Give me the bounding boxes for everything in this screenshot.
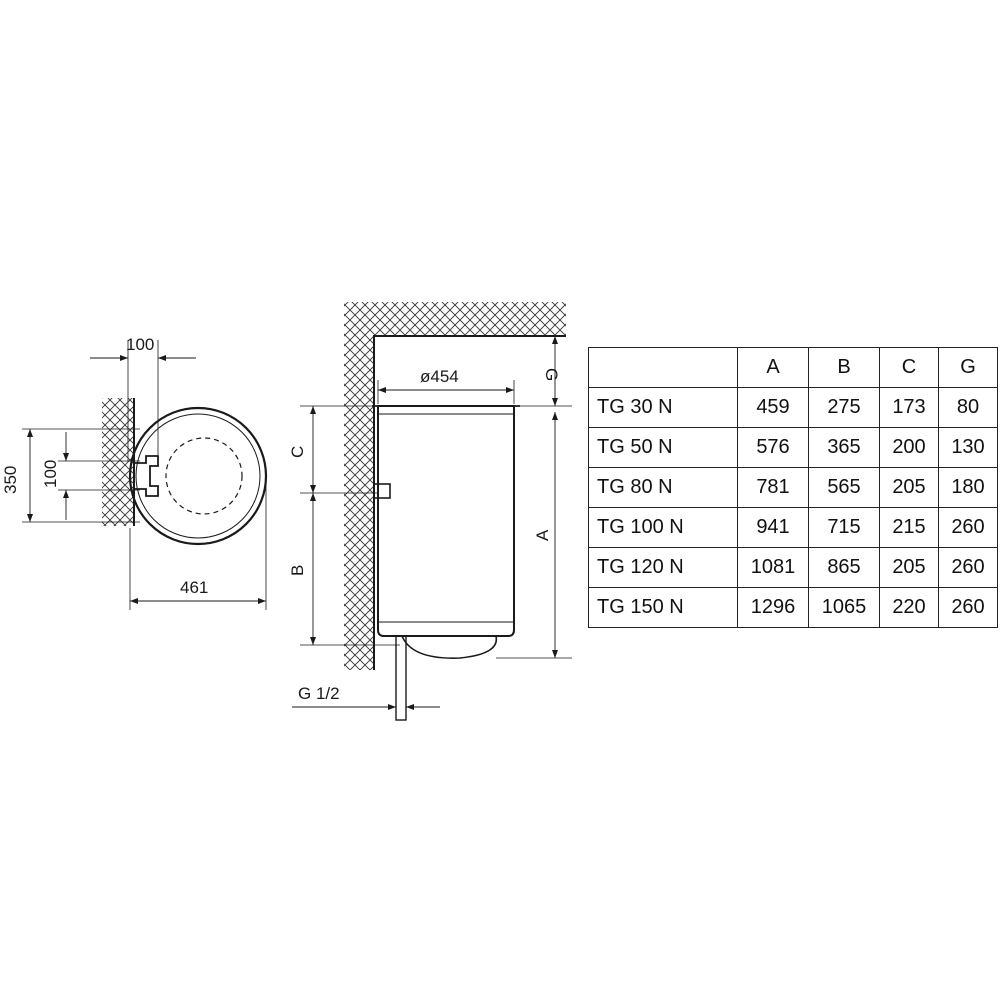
table-row: TG 50 N 576 365 200 130 <box>588 427 998 468</box>
wall-hatch-side-view <box>344 336 374 670</box>
tank-body-side-view <box>377 405 515 637</box>
cell-c: 220 <box>879 587 939 628</box>
cell-g: 80 <box>938 387 998 428</box>
side-view: ø454 G A C B G 1/2 <box>288 302 572 721</box>
cell-a: 1296 <box>737 587 809 628</box>
water-pipe <box>395 635 407 721</box>
cell-model: TG 50 N <box>588 427 738 468</box>
cell-a: 781 <box>737 467 809 508</box>
cell-g: 260 <box>938 547 998 588</box>
table-row: TG 30 N 459 275 173 80 <box>588 387 998 428</box>
cell-model: TG 100 N <box>588 507 738 548</box>
cell-c: 173 <box>879 387 939 428</box>
cell-a: 1081 <box>737 547 809 588</box>
cell-b: 365 <box>808 427 880 468</box>
dimensions-table: A B C G TG 30 N 459 275 173 80 TG 50 N 5… <box>588 347 998 628</box>
cell-model: TG 150 N <box>588 587 738 628</box>
cell-model: TG 30 N <box>588 387 738 428</box>
dim-depth: 461 <box>180 578 208 597</box>
dim-b-label: B <box>288 565 307 576</box>
table-header-row: A B C G <box>588 347 998 388</box>
dim-total-height: 350 <box>1 466 20 494</box>
table-row: TG 120 N 1081 865 205 260 <box>588 547 998 588</box>
inner-tank-dashed <box>165 437 243 515</box>
cell-c: 215 <box>879 507 939 548</box>
cell-b: 715 <box>808 507 880 548</box>
cell-a: 459 <box>737 387 809 428</box>
dim-g-label: G <box>542 368 561 381</box>
wall-bracket <box>133 455 159 497</box>
wall-hatch-top-view <box>102 398 134 526</box>
table-row: TG 80 N 781 565 205 180 <box>588 467 998 508</box>
cell-b: 1065 <box>808 587 880 628</box>
header-b: B <box>808 347 880 388</box>
pipe-thread-label: G 1/2 <box>298 684 340 703</box>
bottom-cover <box>401 635 498 659</box>
dim-diameter: ø454 <box>420 367 459 386</box>
cell-b: 275 <box>808 387 880 428</box>
dim-bracket-width: 100 <box>126 335 154 354</box>
cell-a: 576 <box>737 427 809 468</box>
cell-g: 180 <box>938 467 998 508</box>
cell-g: 260 <box>938 587 998 628</box>
ceiling-hatch <box>344 302 566 336</box>
header-model <box>588 347 738 388</box>
header-a: A <box>737 347 809 388</box>
wall-bracket-side <box>373 483 391 499</box>
tank-outline-top-view <box>128 406 268 546</box>
dim-c-label: C <box>288 446 307 458</box>
cell-model: TG 120 N <box>588 547 738 588</box>
header-c: C <box>879 347 939 388</box>
top-view: 100 350 100 461 <box>1 335 268 610</box>
cell-c: 205 <box>879 467 939 508</box>
cell-g: 130 <box>938 427 998 468</box>
table-row: TG 150 N 1296 1065 220 260 <box>588 587 998 628</box>
cell-g: 260 <box>938 507 998 548</box>
cell-a: 941 <box>737 507 809 548</box>
cell-b: 865 <box>808 547 880 588</box>
cell-model: TG 80 N <box>588 467 738 508</box>
cell-c: 200 <box>879 427 939 468</box>
header-g: G <box>938 347 998 388</box>
cell-c: 205 <box>879 547 939 588</box>
dim-a-label: A <box>533 529 552 541</box>
table-row: TG 100 N 941 715 215 260 <box>588 507 998 548</box>
dim-mount-height: 100 <box>41 460 60 488</box>
cell-b: 565 <box>808 467 880 508</box>
